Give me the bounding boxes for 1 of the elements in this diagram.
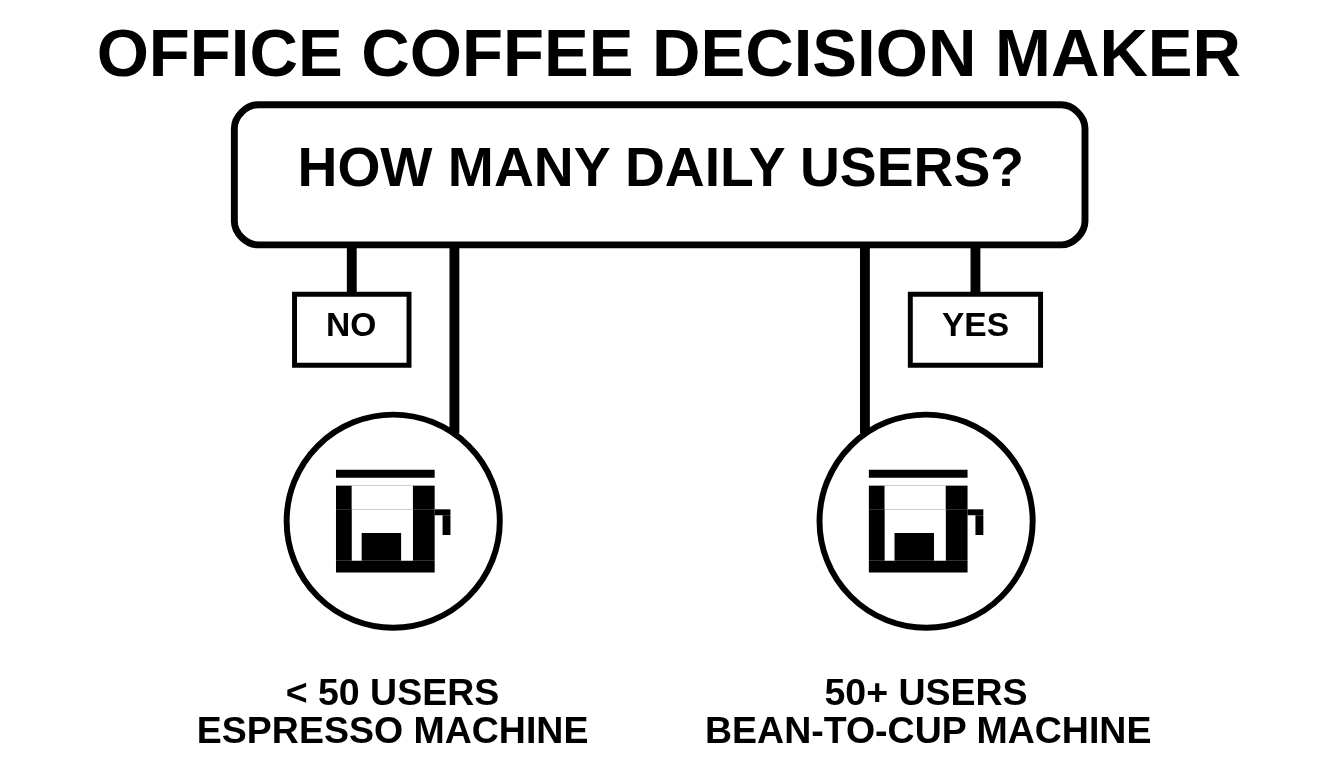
diagram-title: OFFICE COFFEE DECISION MAKER (96, 14, 1242, 90)
